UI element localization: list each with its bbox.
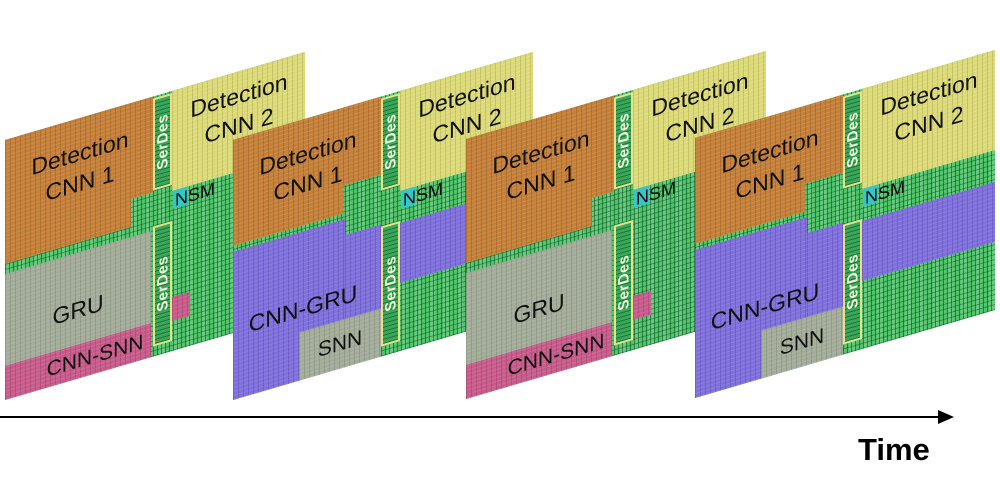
serdes-block-lower: SerDes (381, 221, 400, 347)
cnn-snn-region (633, 290, 651, 321)
serdes-block-upper: SerDes (614, 92, 633, 190)
serdes-label: SerDes (844, 251, 861, 312)
time-axis-arrowhead-icon (938, 410, 954, 424)
serdes-label: SerDes (154, 253, 171, 314)
serdes-label: SerDes (382, 253, 399, 314)
serdes-label: SerDes (382, 111, 399, 172)
serdes-label: SerDes (154, 111, 171, 172)
serdes-block-upper: SerDes (843, 91, 862, 189)
time-axis-label: Time (858, 432, 930, 467)
serdes-block-upper: SerDes (153, 93, 172, 191)
serdes-label: SerDes (615, 252, 632, 313)
serdes-label: SerDes (615, 110, 632, 171)
serdes-label: SerDes (844, 109, 861, 170)
serdes-block-lower: SerDes (843, 219, 862, 345)
serdes-block-upper: SerDes (381, 93, 400, 191)
time-axis-line (0, 416, 942, 418)
cnn-snn-region (172, 291, 190, 322)
